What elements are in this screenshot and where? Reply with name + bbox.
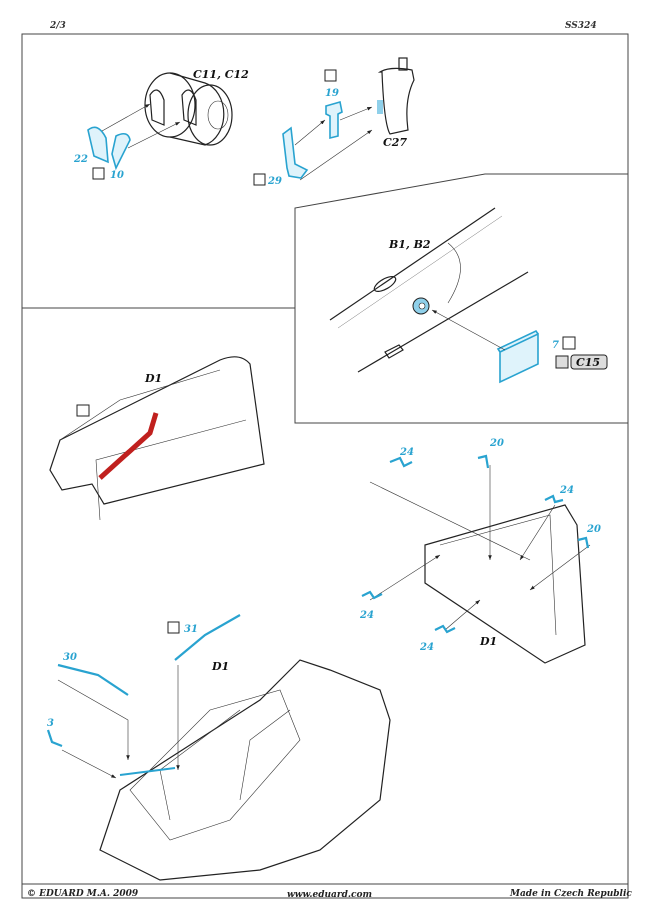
pe-part-24-b: [544, 494, 564, 504]
step-d1-interior: 24 20 24 20 24 24 D1: [359, 438, 601, 664]
copyright: © EDUARD M.A. 2009: [27, 889, 139, 899]
part-label-c11-c12: C11, C12: [193, 68, 249, 81]
pe-label-24-b: 24: [559, 485, 574, 496]
pe-part-31: [174, 614, 241, 661]
pe-label-31: 31: [184, 624, 198, 635]
paint-strip-red: [98, 412, 159, 480]
inset-b1-b2: B1, B2 7 C15: [329, 207, 608, 384]
part-c27: [377, 57, 415, 135]
pe-label-10: 10: [110, 170, 124, 181]
step-c27: 19 C27 29: [253, 57, 415, 187]
checkbox-7[interactable]: [562, 336, 576, 350]
checkbox-29[interactable]: [253, 173, 266, 186]
pe-label-24-c: 24: [359, 610, 374, 621]
replace-part-c15: C15: [576, 356, 600, 369]
step-d1-canopy: D1: [49, 356, 265, 521]
pe-part-30: [57, 663, 129, 696]
pe-label-20-b: 20: [586, 524, 601, 535]
pe-label-24-d: 24: [419, 642, 434, 653]
step-d1-fuselage: 30 31 3 D1: [46, 614, 391, 881]
part-label-d1-c: D1: [211, 660, 229, 673]
pe-label-19: 19: [325, 88, 339, 99]
checkbox-10[interactable]: [92, 167, 105, 180]
part-label-c27: C27: [383, 136, 407, 149]
pe-part-19: [325, 100, 343, 140]
pe-part-10: [111, 132, 131, 171]
part-label-d1-a: D1: [144, 372, 162, 385]
pe-label-7: 7: [552, 340, 559, 351]
frame: [21, 33, 629, 899]
origin: Made in Czech Republic: [509, 889, 632, 899]
pe-part-22: [87, 126, 109, 164]
pe-part-on-model: [119, 767, 176, 776]
pe-label-3: 3: [47, 718, 54, 729]
part-label-b1-b2: B1, B2: [388, 238, 431, 251]
pe-part-3: [46, 729, 63, 748]
pe-part-24-a: [389, 456, 413, 468]
part-c11-c12: [144, 72, 233, 146]
checkbox-19[interactable]: [324, 69, 337, 82]
pe-label-30: 30: [63, 652, 77, 663]
checkbox-31[interactable]: [167, 621, 180, 634]
pe-part-7: [496, 329, 539, 384]
pe-part-24-c: [361, 590, 383, 600]
pe-part-20-b: [577, 536, 590, 549]
pe-label-29: 29: [267, 176, 282, 187]
pe-part-29: [282, 126, 309, 179]
pe-label-20-a: 20: [489, 438, 504, 449]
pe-part-20-a: [477, 454, 490, 469]
website-link[interactable]: www.eduard.com: [287, 890, 372, 900]
step-c11-c12: C11, C12 22 10: [73, 68, 249, 181]
part-label-d1-b: D1: [479, 635, 497, 648]
pe-label-24-a: 24: [399, 447, 414, 458]
pe-label-22: 22: [73, 154, 88, 165]
pe-part-24-d: [434, 624, 456, 634]
kit-code: SS324: [565, 21, 597, 31]
page-number: 2/3: [49, 21, 66, 31]
checkbox-canopy[interactable]: [76, 404, 90, 417]
remove-part-icon: [555, 355, 569, 369]
